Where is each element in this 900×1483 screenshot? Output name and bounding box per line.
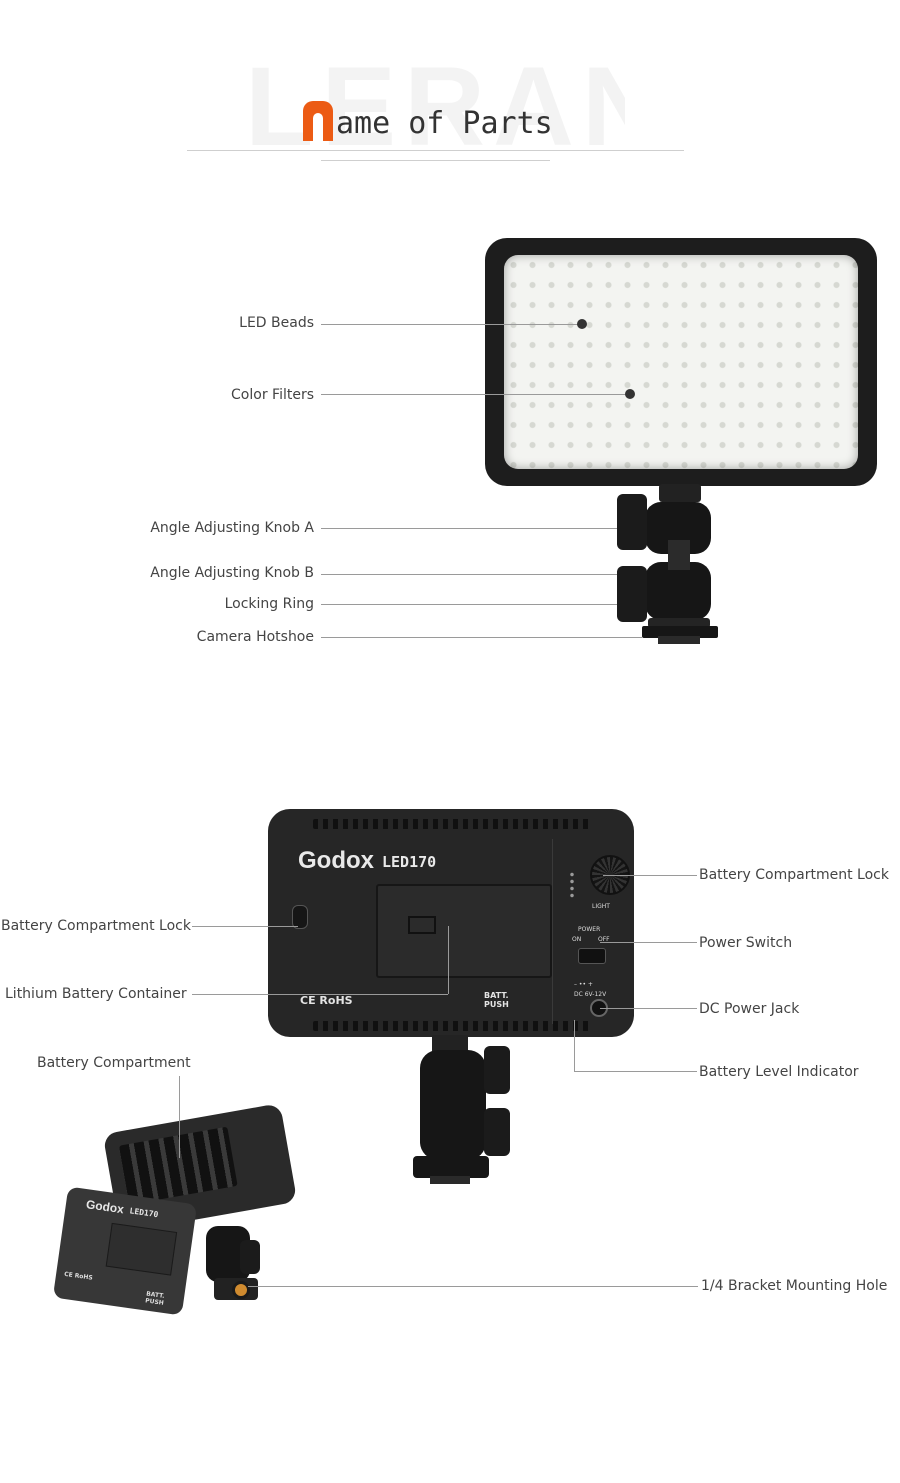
title-rule-top [187,150,684,151]
label-battery-level: Battery Level Indicator [699,1064,859,1080]
leader-knob-b [321,574,617,575]
cert-label: CE RoHS [300,994,353,1007]
back-knob-lower-icon [484,1108,510,1156]
back-ball-head [420,1050,486,1160]
leader-lithium-container [192,994,448,995]
label-dc-jack: DC Power Jack [699,1001,800,1017]
cover-push-label: PUSH [144,1297,165,1307]
off-label: OFF [598,936,610,943]
label-bracket-hole: 1/4 Bracket Mounting Hole [701,1278,888,1294]
leader-lock-left [192,926,298,927]
vent-bottom [313,1021,593,1031]
label-locking-ring: Locking Ring [224,596,314,612]
back-hotshoe [413,1156,489,1178]
ball-head-lower [645,562,711,620]
led-bead-array [504,255,858,469]
cover-battery-well [105,1222,178,1276]
dial-label: LIGHT [592,903,610,910]
back-hotshoe-foot [430,1176,470,1184]
bracket-hole-icon [232,1281,250,1299]
control-column [552,839,623,1024]
knob-b-icon [617,566,647,622]
brand-logo: Godox [298,847,374,874]
leader-lithium-container-vertical [448,926,449,994]
label-camera-hotshoe: Camera Hotshoe [196,629,314,645]
title-text: ame of Parts [336,106,553,141]
hotshoe-foot [658,636,700,644]
cover-brand-logo: Godox [85,1197,125,1217]
led-panel-back: Godox LED170 LIGHT POWER ON OFF – •• + D… [268,809,634,1037]
power-label: POWER [578,926,601,933]
leader-battery-compartment [179,1076,180,1158]
battery-level-dots-icon [570,871,574,899]
cover-model-label: LED170 [129,1206,159,1220]
battery-contact-icon [408,916,436,934]
batt-label: BATT. [484,991,509,1000]
title-initial: n [303,101,333,141]
pointer-led-beads [577,319,587,329]
on-label: ON [572,936,582,943]
leader-led-beads [321,324,582,325]
leader-camera-hotshoe [321,637,642,638]
label-knob-b: Angle Adjusting Knob B [150,565,314,581]
locking-ring-part [648,618,710,628]
label-battery-compartment: Battery Compartment [37,1055,191,1071]
mount-link [668,540,690,570]
pointer-color-filters [625,389,635,399]
leader-lock-right [603,875,697,876]
push-label: PUSH [484,1000,509,1009]
leader-knob-a [321,528,617,529]
vent-top [313,819,593,829]
label-knob-a: Angle Adjusting Knob A [150,520,314,536]
power-switch-icon [578,948,606,964]
polarity-label: – •• + [574,981,593,988]
lithium-battery-well [376,884,552,978]
label-power-switch: Power Switch [699,935,793,951]
label-lithium-container: Lithium Battery Container [5,986,187,1002]
cover-cert-label: CE RoHS [63,1270,94,1282]
battery-lock-slider-icon [292,905,308,929]
back-knob-upper-icon [484,1046,510,1094]
label-color-filters: Color Filters [231,387,314,403]
title-rule-bottom [321,160,550,161]
back-stem [432,1035,468,1053]
label-lock-right: Battery Compartment Lock [699,867,889,883]
battery-cover-unit: Godox LED170 CE RoHS BATT. PUSH [52,1186,198,1316]
label-lock-left: Battery Compartment Lock [1,918,191,934]
leader-battery-level [574,1071,697,1072]
led-panel-front [485,238,877,486]
model-label: LED170 [382,853,437,871]
leader-dc-jack [600,1008,697,1009]
leader-battery-level-vertical [574,1020,575,1071]
small-knob-icon [240,1240,260,1274]
page-title: n ame of Parts [303,97,553,141]
label-led-beads: LED Beads [239,315,314,331]
dc-spec-label: DC 6V-12V [574,991,607,998]
knob-a-icon [617,494,647,550]
leader-color-filters [321,394,630,395]
hotshoe-part [642,626,718,638]
leader-bracket-hole [248,1286,698,1287]
mount-stem [659,484,701,502]
leader-locking-ring [321,604,617,605]
leader-power-switch [600,942,697,943]
